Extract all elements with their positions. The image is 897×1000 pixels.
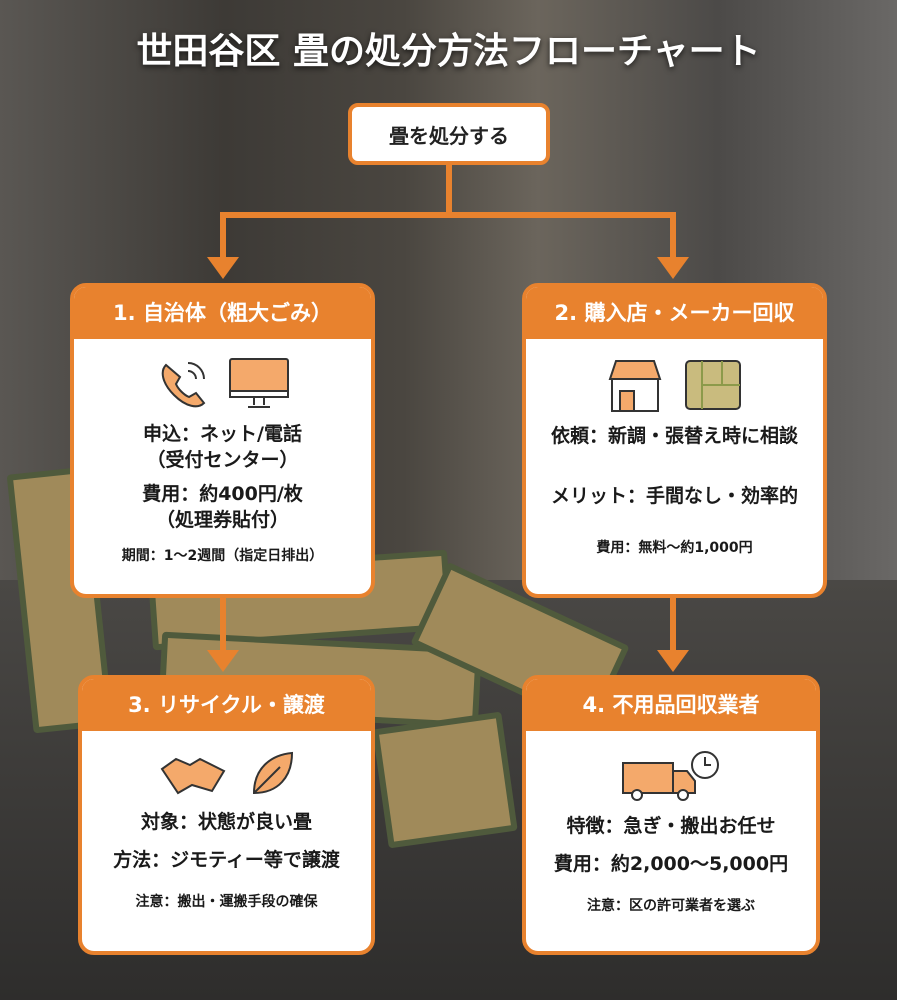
application-text: 申込：ネット/電話	[143, 423, 302, 445]
request-text: 依頼：新調・張替え時に相談	[550, 425, 798, 447]
start-node: 畳を処分する	[348, 103, 550, 165]
page-title: 世田谷区 畳の処分方法フローチャート	[136, 31, 761, 72]
store-icon	[608, 360, 661, 412]
caution-note: 注意：搬出・運搬手段の確保	[135, 894, 318, 910]
card-header: 2. 購入店・メーカー回収	[526, 287, 823, 339]
method-text: 方法：ジモティー等で譲渡	[113, 849, 340, 871]
card-recycle: 3. リサイクル・譲渡 対象：状態が良い畳 方法：ジモティー等で譲渡 注意：搬出…	[78, 675, 375, 955]
arrow-down-icon	[657, 257, 689, 279]
connector	[670, 598, 676, 650]
target-text: 対象：状態が良い畳	[140, 811, 312, 833]
card-municipal: 1. 自治体（粗大ごみ） 申込：ネット/電話 （受付センター） 費用：約400円…	[70, 283, 375, 598]
application-detail: （受付センター）	[146, 449, 299, 471]
cost-detail: （処理券貼付）	[155, 509, 289, 531]
card-collector: 4. 不用品回収業者 特徴：急ぎ・搬出お任せ 費用：約2,000〜5,000円 …	[522, 675, 820, 955]
card-header: 4. 不用品回収業者	[526, 679, 816, 731]
caution-note: 注意：区の許可業者を選ぶ	[587, 898, 755, 914]
connector	[220, 212, 226, 257]
cost-text: 費用：約2,000〜5,000円	[553, 853, 789, 875]
period-note: 期間：1〜2週間（指定日排出）	[121, 548, 324, 564]
leaf-icon	[252, 751, 293, 795]
cost-text: 費用：約400円/枚	[142, 483, 303, 505]
card-header: 1. 自治体（粗大ごみ）	[74, 287, 371, 339]
merit-text: メリット：手間なし・効率的	[550, 485, 798, 507]
tatami-mat-photo	[372, 711, 518, 849]
arrow-down-icon	[657, 650, 689, 672]
arrow-down-icon	[207, 257, 239, 279]
feature-text: 特徴：急ぎ・搬出お任せ	[566, 815, 776, 837]
card-store-maker: 2. 購入店・メーカー回収 依頼：新調・張替え時に相談 メリット：手間なし・効率…	[522, 283, 827, 598]
arrow-down-icon	[207, 650, 239, 672]
card-header: 3. リサイクル・譲渡	[82, 679, 371, 731]
connector	[220, 598, 226, 650]
phone-icon	[161, 362, 205, 408]
handshake-icon	[160, 757, 225, 795]
monitor-icon	[228, 358, 289, 408]
connector	[220, 212, 676, 218]
connector	[670, 212, 676, 257]
cost-note: 費用：無料〜約1,000円	[596, 540, 753, 556]
truck-clock-icon	[622, 751, 719, 801]
connector	[446, 165, 452, 217]
tatami-icon	[684, 360, 741, 410]
